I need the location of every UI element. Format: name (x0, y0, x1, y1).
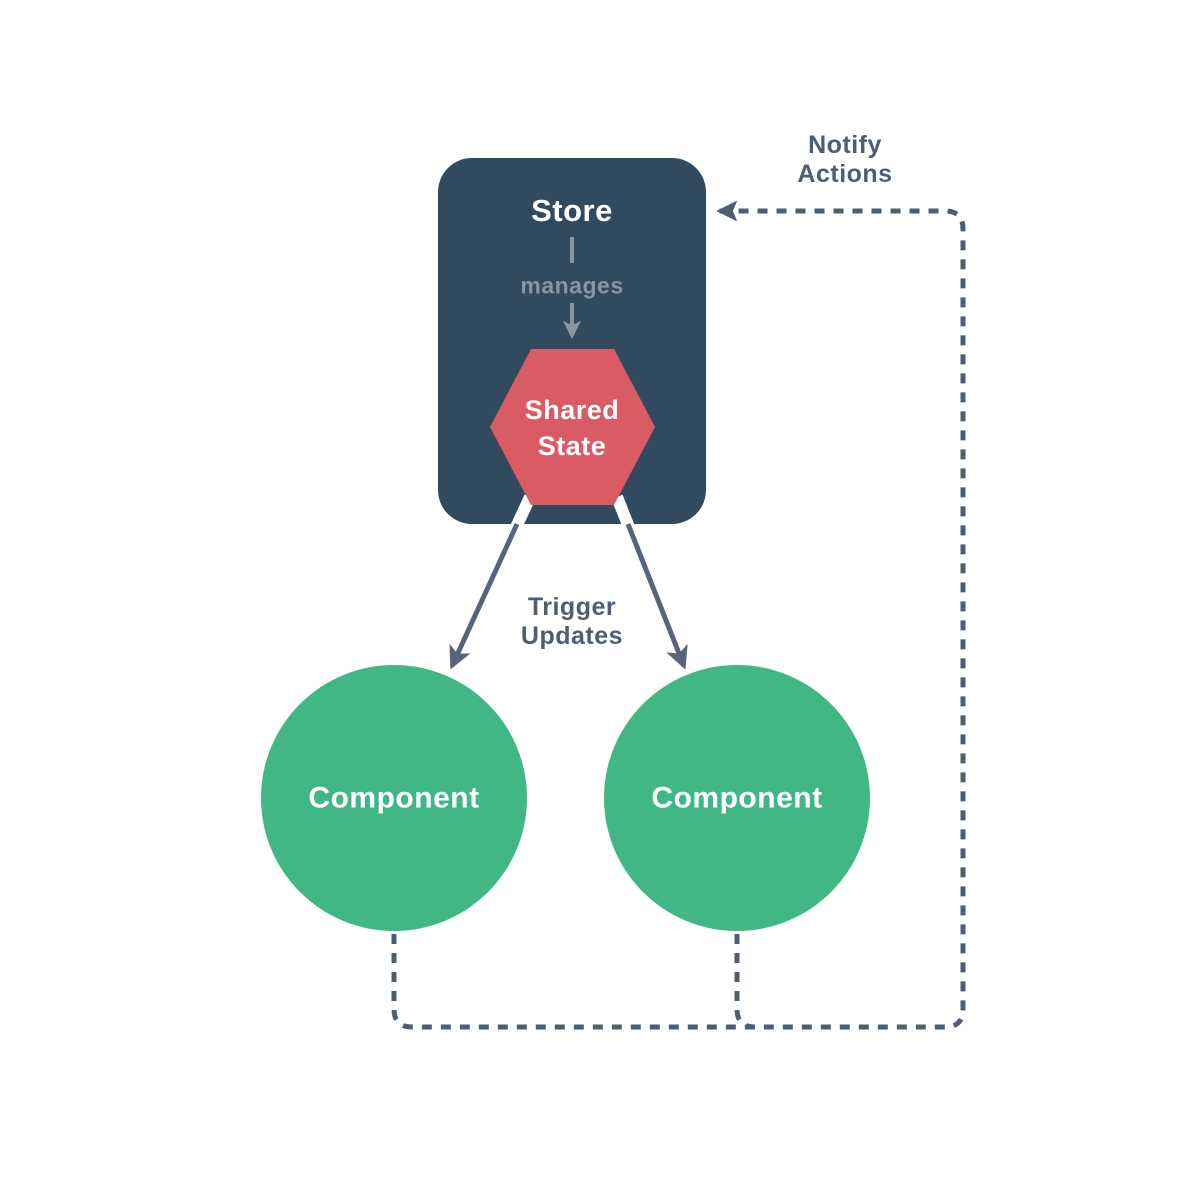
trigger-arrow-left (449, 522, 520, 670)
manages-label: manages (520, 272, 624, 299)
component-left-label: Component (308, 781, 480, 815)
shared-state-label-line2: State (537, 431, 607, 461)
component-node-left (261, 665, 527, 931)
notify-actions-line2: Actions (797, 160, 893, 188)
component-node-right (604, 665, 870, 931)
trigger-updates-line2: Updates (520, 622, 624, 650)
trigger-updates-line1: Trigger (527, 593, 617, 621)
trigger-arrow-right (625, 523, 688, 670)
trigger-updates-label: Trigger Updates (521, 593, 623, 651)
store-label: Store (531, 193, 613, 229)
notify-actions-dashed-path (391, 200, 966, 1030)
notify-actions-merge-path (734, 934, 756, 1030)
component-right-label: Component (651, 781, 823, 815)
shared-state-label-line1: Shared (524, 395, 620, 425)
notify-actions-line1: Notify (808, 131, 882, 159)
shared-state-node (490, 349, 655, 505)
notify-actions-label: Notify Actions (797, 131, 892, 189)
shared-state-label: Shared State (525, 392, 620, 464)
